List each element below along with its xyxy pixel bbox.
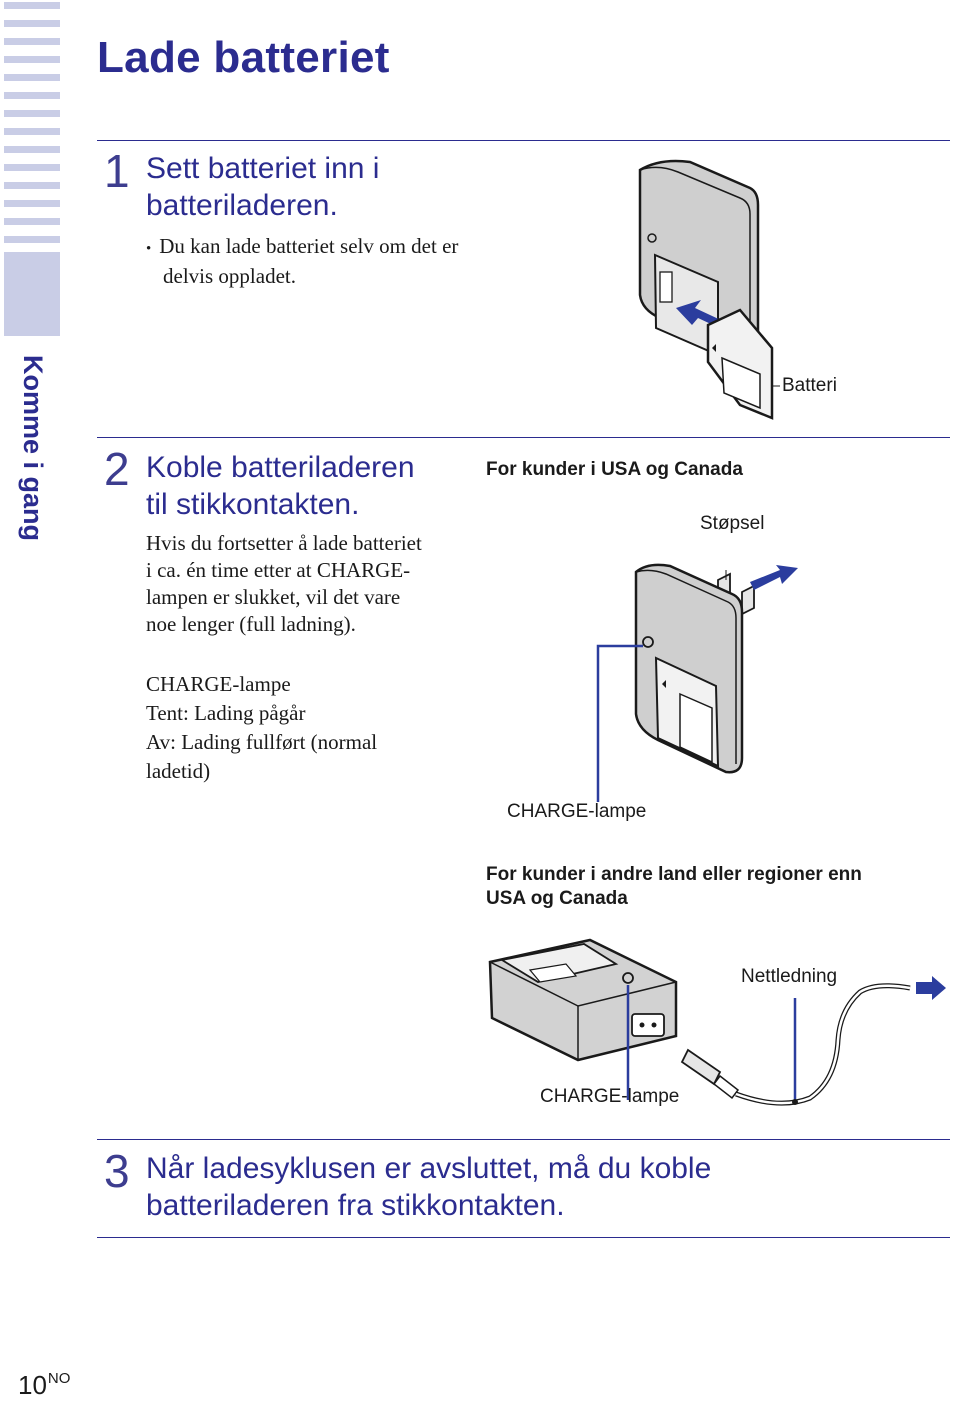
- sidebar-tab-block: [4, 252, 60, 336]
- step-3-bottom-rule: [97, 1237, 950, 1238]
- usa-charger-illustration: [596, 563, 798, 802]
- step-3-number: 3: [104, 1145, 130, 1197]
- step-2-rule: [97, 437, 950, 438]
- step-3-heading: Når ladesyklusen er avsluttet, må du kob…: [146, 1152, 712, 1222]
- callout-charge-lamp-usa: CHARGE-lampe: [507, 801, 647, 822]
- step-1-number: 1: [104, 145, 130, 197]
- step-2-note: Hvis du fortsetter å lade batteriet i ca…: [146, 531, 422, 636]
- step-3-rule: [97, 1139, 950, 1140]
- step-1-heading: Sett batteriet inn i batteriladeren.: [146, 152, 380, 222]
- other-regions-heading: For kunder i andre land eller regioner e…: [486, 864, 862, 909]
- callout-charge-lamp-other: CHARGE-lampe: [540, 1086, 680, 1107]
- usa-canada-heading: For kunder i USA og Canada: [486, 459, 743, 480]
- sidebar-stripes: [0, 0, 64, 1402]
- title-rule: [97, 140, 950, 141]
- page-number: 10NO: [18, 1370, 71, 1400]
- other-charger-illustration: [488, 938, 946, 1106]
- callout-battery: Batteri: [782, 375, 837, 396]
- step-1-bullet: •Du kan lade batteriet selv om det er de…: [146, 234, 459, 288]
- bullet-dot: •: [146, 241, 152, 257]
- callout-power-cord: Nettledning: [741, 966, 838, 987]
- battery-insert-illustration: [638, 159, 780, 420]
- step-2-number: 2: [104, 443, 130, 495]
- page-title: Lade batteriet: [97, 33, 390, 82]
- charge-lamp-description: CHARGE-lampe Tent: Lading pågår Av: Ladi…: [146, 672, 378, 783]
- step-2-heading: Koble batteriladeren til stikkontakten.: [146, 451, 415, 521]
- callout-plug: Støpsel: [700, 513, 765, 534]
- section-tab-label: Komme i gang: [18, 355, 48, 542]
